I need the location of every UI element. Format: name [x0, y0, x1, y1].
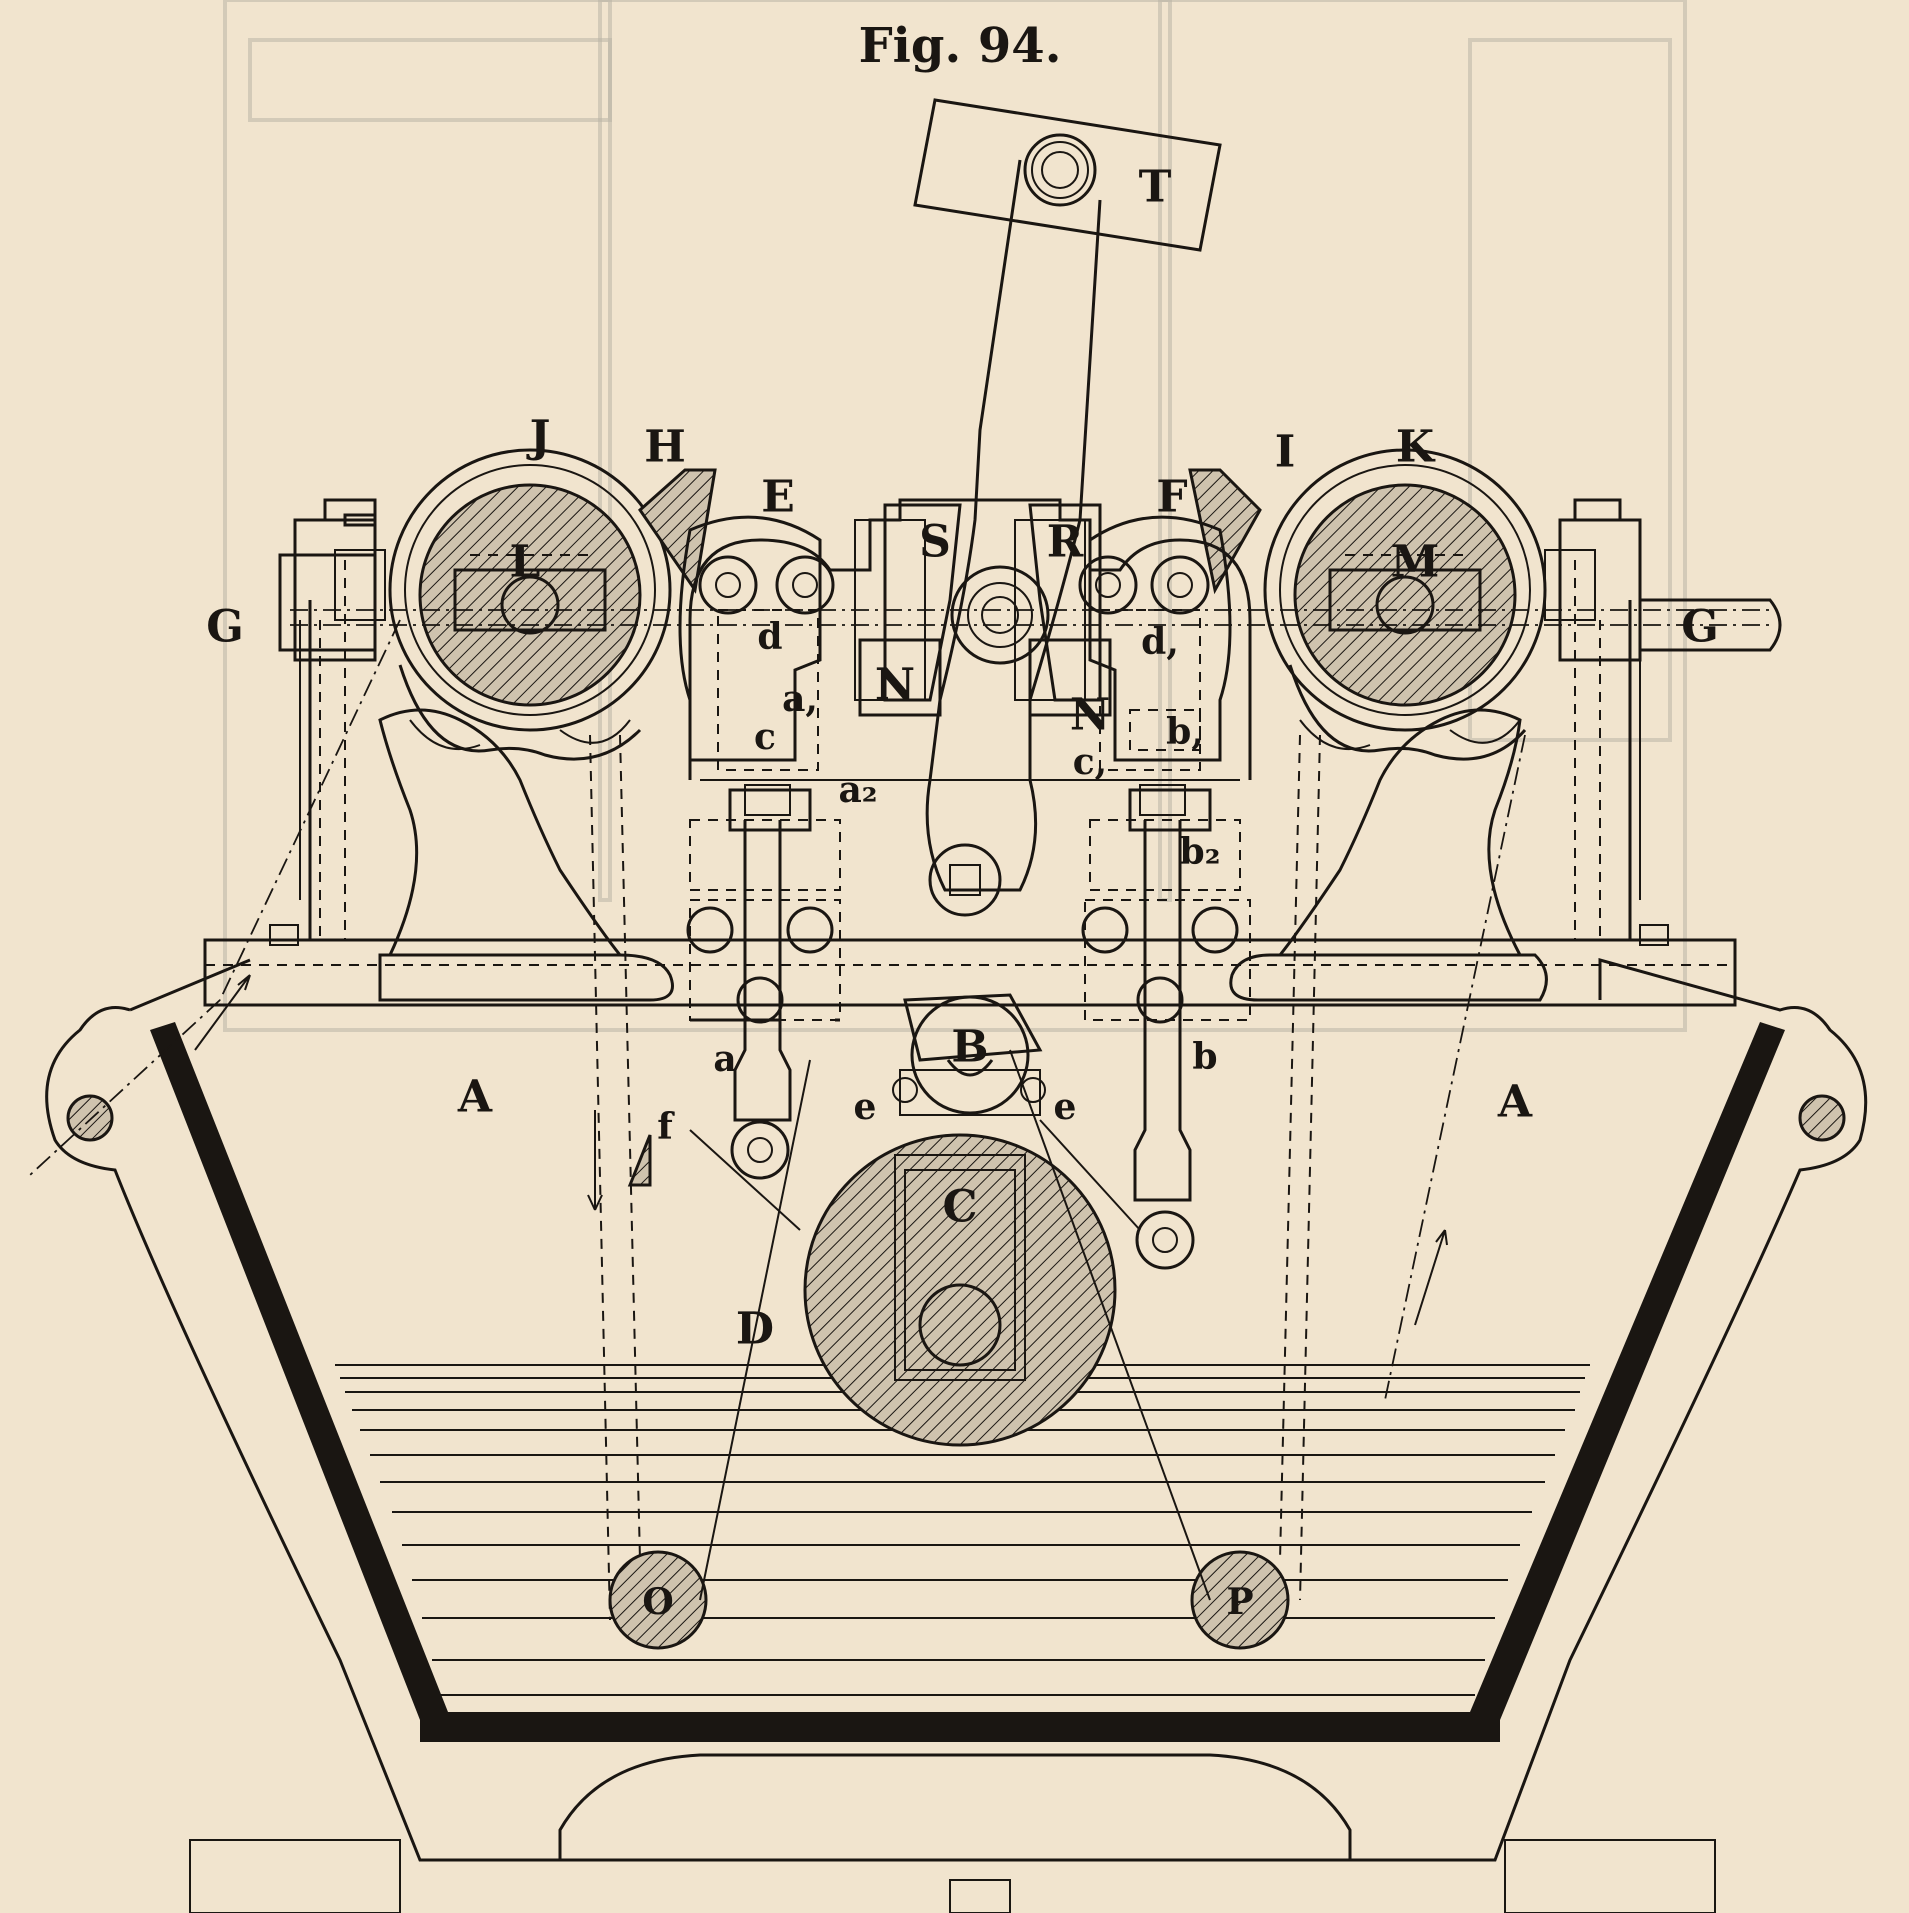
- bearing-housing-j: [388, 448, 672, 732]
- marker-f: [627, 1134, 652, 1187]
- drum-c: [803, 1133, 1117, 1447]
- slide-e: [678, 515, 841, 1180]
- label-g-right: G: [1681, 602, 1719, 653]
- label-a: a: [713, 1038, 736, 1080]
- label-b-roller: B: [951, 1022, 988, 1073]
- label-f: f: [657, 1106, 675, 1148]
- label-b1: b,: [1166, 711, 1204, 753]
- label-b: b: [1192, 1036, 1217, 1078]
- vessel-floor: [420, 1712, 1500, 1742]
- vessel-wall-right: [1470, 1022, 1785, 1720]
- label-n-left: N: [875, 660, 915, 711]
- label-d1: d,: [1141, 621, 1179, 663]
- label-t: T: [1139, 162, 1172, 213]
- roller-p: [1190, 1550, 1290, 1650]
- bearing-housing-k: [1263, 448, 1547, 732]
- label-a2: a₂: [838, 769, 877, 811]
- label-d: d: [757, 616, 782, 658]
- label-p: P: [1226, 1581, 1253, 1623]
- label-a-left: A: [457, 1072, 493, 1123]
- central-frame: [688, 498, 1252, 781]
- label-c: c: [754, 716, 776, 758]
- cylinder-m: [1293, 483, 1517, 707]
- label-n-right: N: [1070, 690, 1110, 741]
- label-m: M: [1391, 537, 1440, 588]
- wedge-i: [1188, 468, 1262, 595]
- label-s: S: [919, 517, 951, 568]
- labels: T S R N N J H E F I K G G L M d d, a, c …: [206, 162, 1719, 1624]
- label-a1: a,: [782, 678, 818, 720]
- label-c1: c,: [1073, 741, 1107, 783]
- figure-title: Fig. 94.: [859, 18, 1062, 74]
- wedge-h: [638, 468, 717, 594]
- label-r: R: [1047, 517, 1084, 568]
- label-g-left: G: [206, 602, 244, 653]
- label-e-left: e: [854, 1086, 877, 1128]
- label-i: I: [1275, 427, 1296, 478]
- block-n-right: [1028, 638, 1112, 717]
- label-f-slide: F: [1156, 472, 1187, 523]
- label-a-right: A: [1497, 1077, 1533, 1128]
- vessel-bolt-left: [66, 1094, 114, 1142]
- label-l: L: [510, 537, 541, 588]
- label-d-fabric: D: [736, 1304, 774, 1355]
- label-o: O: [642, 1581, 673, 1623]
- slide-f: [1078, 515, 1251, 1270]
- block-n-left: [858, 638, 942, 717]
- label-e: E: [761, 472, 795, 523]
- label-k: K: [1396, 422, 1436, 473]
- label-b2: b₂: [1180, 831, 1221, 873]
- base-plate: [203, 924, 1737, 1007]
- roller-b: [892, 993, 1046, 1116]
- left-bearing-stand: [293, 448, 672, 957]
- vessel-wall-left: [150, 1022, 448, 1720]
- label-h: H: [644, 422, 686, 473]
- vessel-bolt-right: [1798, 1094, 1846, 1142]
- lever-t: [913, 98, 1222, 917]
- fabric-path: [29, 619, 1526, 1621]
- label-c-drum: C: [942, 1182, 977, 1233]
- piece-r: [1028, 503, 1102, 702]
- cylinder-l: [418, 483, 642, 707]
- right-bearing-stand: [1263, 448, 1642, 957]
- label-j: J: [526, 412, 551, 463]
- label-e-right: e: [1054, 1086, 1077, 1128]
- trough-vessel: [45, 958, 1868, 1913]
